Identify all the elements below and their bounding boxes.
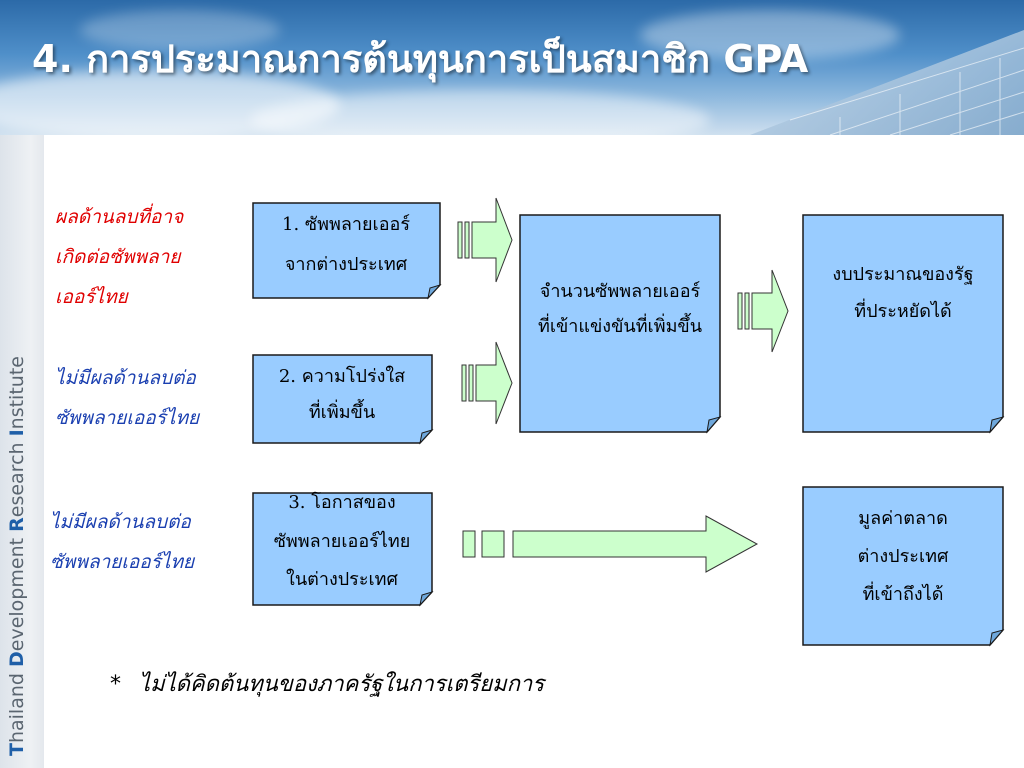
box-line: 3. โอกาสของ: [288, 491, 395, 513]
box-line: ในต่างประเทศ: [286, 568, 398, 590]
label-line: ผลด้านลบที่อาจ: [55, 206, 184, 228]
box-shape: [802, 214, 1004, 433]
box-line: 2. ความโปร่งใส: [279, 365, 405, 387]
cloud-decoration: [0, 70, 340, 135]
arrow-head: [751, 269, 789, 353]
arrow-stripe: [457, 221, 463, 259]
box-line: ต่างประเทศ: [858, 546, 949, 567]
arrow-head: [512, 515, 759, 573]
box-line: ที่เข้าถึงได้: [863, 581, 944, 605]
box-line: จำนวนซัพพลายเออร์: [540, 281, 701, 302]
box-transparency: 2. ความโปร่งใส ที่เพิ่มขึ้น: [252, 354, 434, 445]
arrow-stripe: [468, 364, 474, 402]
footnote-text: ไม่ได้คิดต้นทุนของภาครัฐในการเตรียมการ: [139, 672, 545, 697]
impact-label-none-1: ไม่มีผลด้านลบต่อ ซัพพลายเออร์ไทย: [55, 358, 199, 438]
label-line: เกิดต่อซัพพลาย: [55, 246, 181, 268]
striped-arrow-2: [461, 341, 513, 425]
impact-label-none-2: ไม่มีผลด้านลบต่อ ซัพพลายเออร์ไทย: [50, 502, 194, 582]
label-line: ไม่มีผลด้านลบต่อ: [55, 367, 196, 389]
impact-label-negative: ผลด้านลบที่อาจ เกิดต่อซัพพลาย เออร์ไทย: [55, 197, 183, 317]
box-foreign-market-value: มูลค่าตลาด ต่างประเทศ ที่เข้าถึงได้: [802, 486, 1005, 647]
header-banner: 4. การประมาณการต้นทุนการเป็นสมาชิก GPA: [0, 0, 1024, 135]
arrow-stripe: [464, 221, 470, 259]
building-image: [750, 30, 1024, 135]
box-line: ที่เข้าแข่งขันที่เพิ่มขึ้น: [538, 313, 702, 337]
box-fold: [427, 283, 442, 300]
striped-arrow-1: [457, 197, 513, 283]
box-line: ที่ประหยัดได้: [854, 298, 951, 322]
arrow-stripe: [744, 292, 750, 330]
box-fold: [419, 428, 434, 445]
box-government-savings: งบประมาณของรัฐ ที่ประหยัดได้: [802, 214, 1005, 434]
box-line: 1. ซัพพลายเออร์: [282, 214, 410, 235]
cloud-decoration: [250, 90, 710, 135]
arrow-head: [471, 197, 513, 283]
box-line: ซัพพลายเออร์ไทย: [274, 530, 411, 552]
arrow-stripe: [461, 364, 467, 402]
footnote: * ไม่ได้คิดต้นทุนของภาครัฐในการเตรียมการ: [110, 666, 544, 701]
box-thai-supplier-opportunity: 3. โอกาสของ ซัพพลายเออร์ไทย ในต่างประเทศ: [252, 491, 434, 607]
arrow-stripe: [481, 530, 505, 558]
arrow-stripe: [737, 292, 743, 330]
page-title: 4. การประมาณการต้นทุนการเป็นสมาชิก GPA: [32, 37, 809, 81]
cloud-decoration: [80, 10, 280, 50]
label-line: ไม่มีผลด้านลบต่อ: [50, 511, 191, 533]
box-fold: [989, 416, 1005, 434]
arrow-stripe: [462, 530, 476, 558]
striped-arrow-3: [737, 269, 789, 353]
box-foreign-suppliers: 1. ซัพพลายเออร์ จากต่างประเทศ: [252, 202, 442, 300]
label-line: เออร์ไทย: [55, 286, 128, 308]
cloud-decoration: [640, 10, 900, 60]
box-line: งบประมาณของรัฐ: [832, 264, 973, 285]
box-fold: [989, 629, 1005, 647]
footnote-asterisk: *: [110, 672, 121, 697]
box-line: จากต่างประเทศ: [285, 254, 408, 275]
box-line: ที่เพิ่มขึ้น: [309, 399, 375, 423]
label-line: ซัพพลายเออร์ไทย: [50, 551, 195, 573]
box-fold: [419, 590, 434, 607]
box-line: มูลค่าตลาด: [858, 508, 948, 529]
long-arrow: [462, 515, 759, 573]
arrow-head: [475, 341, 513, 425]
label-line: ซัพพลายเออร์ไทย: [55, 407, 200, 429]
sidebar-strip: [0, 135, 44, 768]
box-more-competing-suppliers: จำนวนซัพพลายเออร์ ที่เข้าแข่งขันที่เพิ่ม…: [519, 214, 722, 434]
box-fold: [706, 416, 722, 434]
